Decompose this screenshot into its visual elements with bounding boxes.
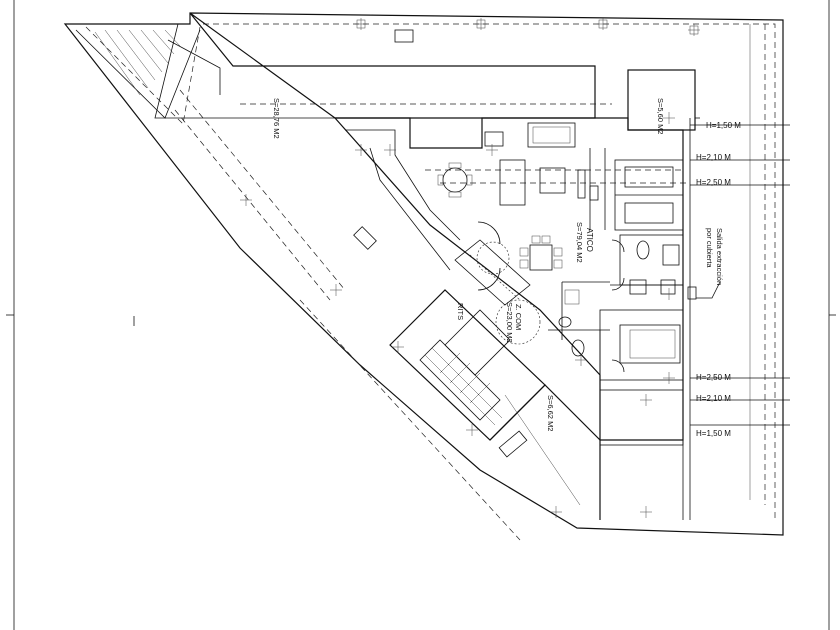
extraction-note-line2: por cubierta bbox=[705, 228, 714, 268]
door-swing-icon bbox=[477, 221, 501, 245]
height-label-4: H=2,50 M bbox=[696, 373, 731, 382]
height-label-1: H=1,50 M bbox=[706, 121, 741, 130]
roof-vent-icon bbox=[498, 430, 528, 458]
column-marker-icon bbox=[355, 144, 367, 156]
roof-vent-icon bbox=[394, 29, 414, 43]
south-terrace bbox=[489, 118, 691, 520]
north-terrace bbox=[167, 12, 612, 541]
area-labels: S=28,76 M2 S=5,60 M2 S=6,62 M2 ATICO S=7… bbox=[272, 98, 665, 431]
door-swing-icon bbox=[611, 359, 625, 373]
column-marker-icon bbox=[384, 144, 396, 156]
shower-tray-icon bbox=[660, 279, 676, 295]
stair-core bbox=[389, 239, 546, 441]
tv-icon bbox=[577, 169, 586, 199]
height-lines bbox=[687, 124, 790, 426]
toilet-icon bbox=[571, 339, 585, 357]
double-bed-icon bbox=[619, 324, 681, 364]
column-marker-icon bbox=[688, 24, 700, 36]
column-marker-icon bbox=[475, 18, 487, 30]
column-marker-icon bbox=[330, 284, 342, 296]
rits-label: RITS bbox=[456, 303, 465, 320]
height-label-5: H=2,10 M bbox=[696, 394, 731, 403]
roof-vent-icon bbox=[353, 226, 377, 250]
extraction-note-line1: Salida extracción bbox=[715, 228, 724, 285]
height-label-2: H=2,10 M bbox=[696, 153, 731, 162]
attic-name: ATICO bbox=[585, 228, 594, 252]
shower-tray-icon bbox=[564, 289, 580, 305]
roof-outline bbox=[63, 12, 784, 536]
attic-area: S=79,04 M2 bbox=[575, 222, 584, 263]
extraction-outlet-icon bbox=[687, 286, 697, 300]
bed-icon bbox=[624, 166, 674, 188]
column-marker-icon bbox=[640, 394, 652, 406]
column-marker-icon bbox=[663, 372, 675, 384]
round-table-icon bbox=[442, 167, 468, 193]
height-label-3: H=2,50 M bbox=[696, 178, 731, 187]
column-marker-icon bbox=[575, 354, 587, 366]
height-label-6: H=1,50 M bbox=[696, 429, 731, 438]
terrace-south-area: S=6,62 M2 bbox=[546, 395, 555, 431]
column-marker-icon bbox=[550, 506, 562, 518]
column-marker-icon bbox=[663, 288, 675, 300]
sofa-icon bbox=[527, 122, 576, 148]
column-marker-icon bbox=[486, 144, 498, 156]
skylight-hatch bbox=[94, 29, 181, 96]
shower-icon bbox=[662, 244, 680, 266]
sofa-icon bbox=[499, 159, 526, 206]
column-marker-icon bbox=[597, 18, 609, 30]
doors bbox=[477, 221, 625, 373]
column-marker-icon bbox=[392, 341, 404, 353]
column-markers bbox=[240, 18, 700, 518]
door-swing-icon bbox=[611, 277, 625, 291]
column-marker-icon bbox=[663, 112, 675, 124]
sheet-frame bbox=[6, 0, 836, 630]
terrace-north-area: S=28,76 M2 bbox=[272, 98, 281, 139]
column-marker-icon bbox=[240, 194, 252, 206]
door-swing-icon bbox=[477, 267, 501, 291]
toilet-icon bbox=[636, 240, 650, 260]
height-labels: H=1,50 M H=2,10 M H=2,50 M H=2,50 M H=2,… bbox=[696, 121, 741, 438]
bed-icon bbox=[624, 202, 674, 224]
furniture bbox=[353, 29, 681, 458]
coffee-table-icon bbox=[539, 167, 566, 194]
sink-icon bbox=[558, 316, 572, 328]
dining-table-icon bbox=[529, 244, 553, 271]
attic-plan bbox=[333, 117, 690, 441]
extraction-note: Salida extracción por cubierta bbox=[705, 228, 724, 285]
column-marker-icon bbox=[355, 18, 367, 30]
common-zone-name: Z. COM bbox=[514, 304, 523, 330]
column-marker-icon bbox=[466, 424, 478, 436]
common-zone-area: S=23,00 M2 bbox=[505, 302, 514, 343]
door-swing-icon bbox=[611, 239, 625, 253]
terrace-corner-area: S=5,60 M2 bbox=[656, 98, 665, 134]
sink-icon bbox=[629, 279, 647, 295]
desk-icon bbox=[484, 131, 504, 147]
column-marker-icon bbox=[640, 506, 652, 518]
